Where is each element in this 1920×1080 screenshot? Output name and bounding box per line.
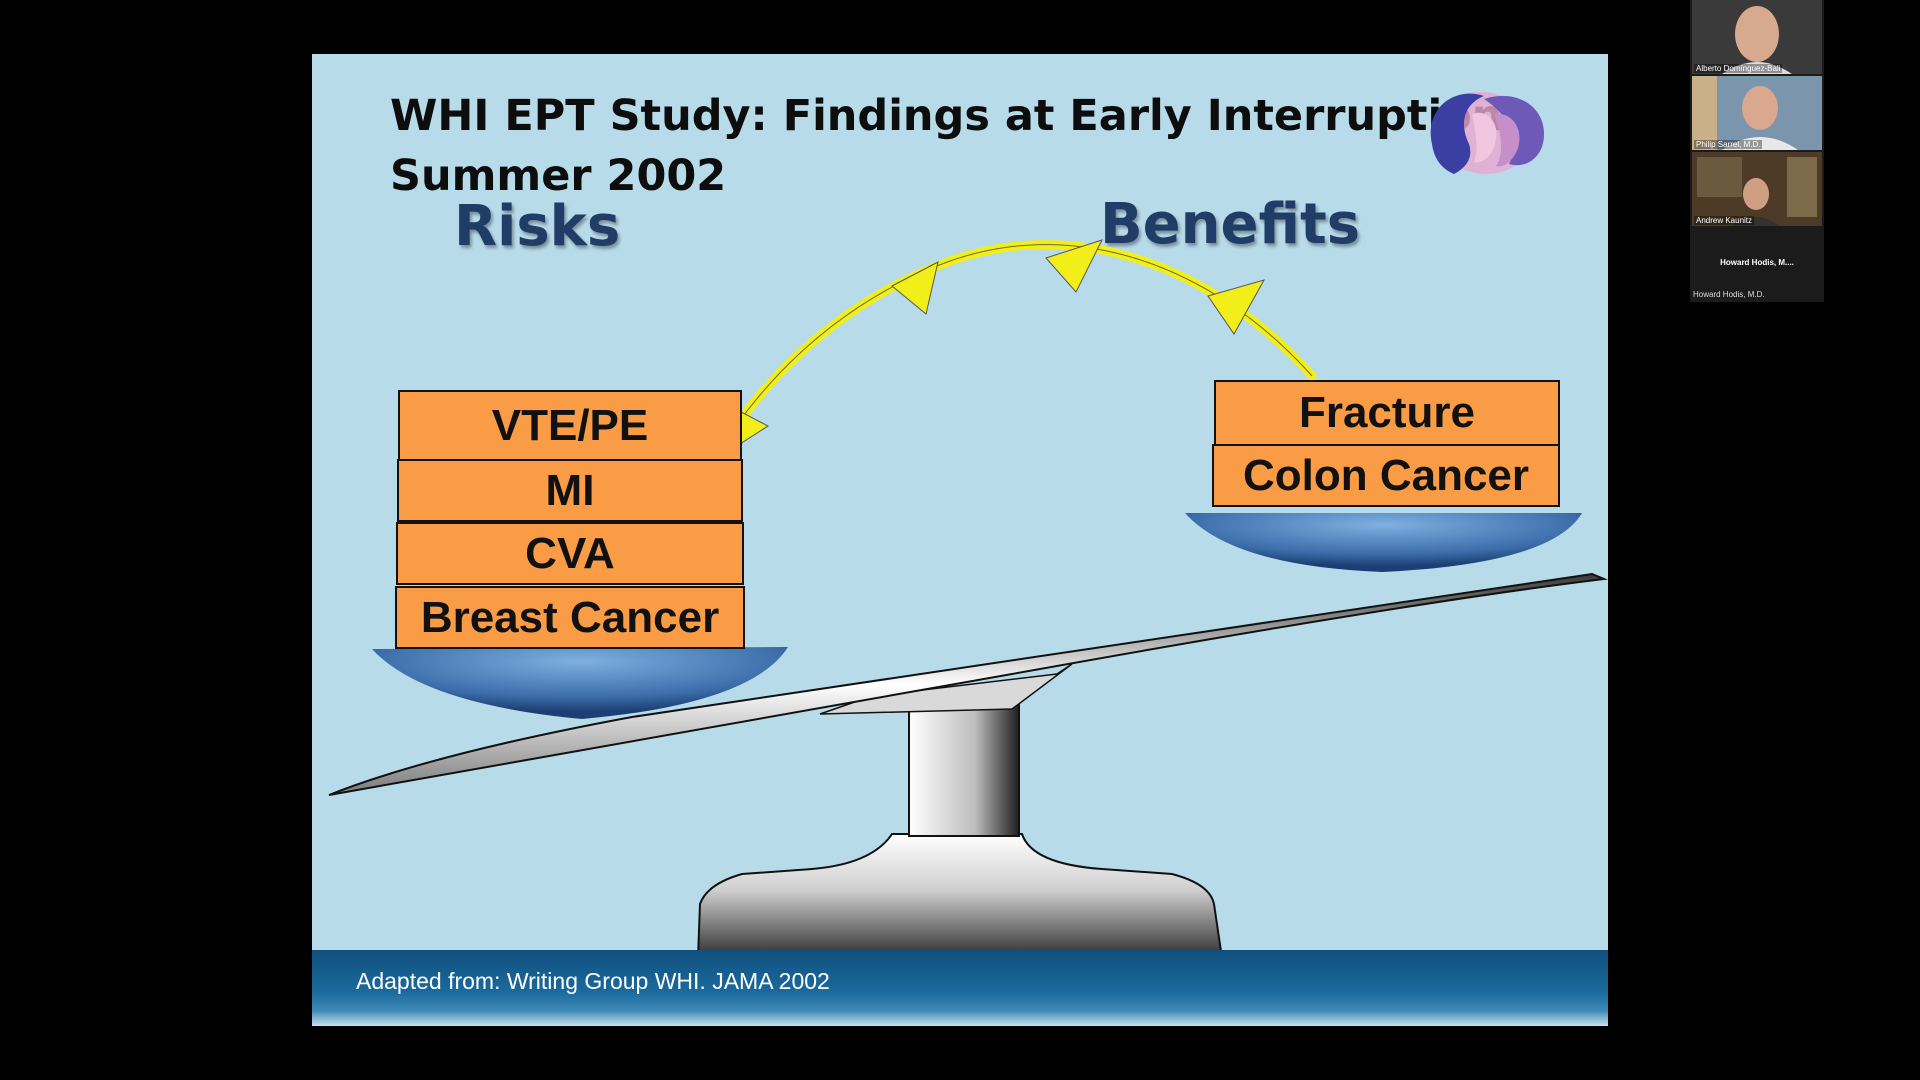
participant-tile-1[interactable]: Alberto Domínguez-Bali: [1692, 0, 1822, 74]
slide-footer: Adapted from: Writing Group WHI. JAMA 20…: [312, 950, 1608, 1026]
scale-post: [909, 702, 1019, 836]
risk-block-mi: MI: [397, 459, 743, 522]
participant-name: Philip Sarrel, M.D.: [1694, 140, 1762, 149]
risk-block-breast-cancer: Breast Cancer: [395, 586, 745, 649]
participant-panel[interactable]: Alberto Domínguez-Bali Philip Sarrel, M.…: [1690, 0, 1824, 302]
participant-tile-4-caption: Howard Hodis, M.D.: [1693, 290, 1765, 299]
risk-block-cva: CVA: [396, 522, 744, 585]
participant-video: [1692, 0, 1822, 74]
participant-video: [1692, 152, 1822, 226]
footer-citation: Adapted from: Writing Group WHI. JAMA 20…: [356, 968, 830, 995]
benefit-block-fracture: Fracture: [1214, 380, 1560, 446]
participant-tile-4-label[interactable]: Howard Hodis, M....: [1690, 258, 1824, 267]
benefit-block-colon-cancer: Colon Cancer: [1212, 444, 1560, 507]
participant-tile-3[interactable]: Andrew Kaunitz: [1692, 152, 1822, 226]
risk-block-vte-pe: VTE/PE: [398, 390, 742, 461]
participant-name: Andrew Kaunitz: [1694, 216, 1754, 225]
participant-name: Alberto Domínguez-Bali: [1694, 64, 1782, 73]
participant-video: [1692, 76, 1822, 150]
arrowhead-3: [892, 262, 938, 314]
presentation-slide: WHI EPT Study: Findings at Early Interru…: [312, 54, 1608, 1026]
participant-tile-2[interactable]: Philip Sarrel, M.D.: [1692, 76, 1822, 150]
